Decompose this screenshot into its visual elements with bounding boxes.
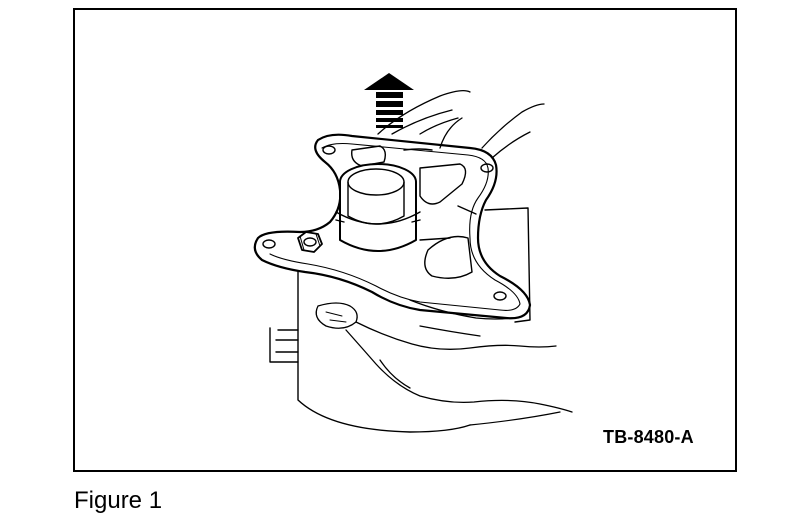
housing-body xyxy=(269,207,561,433)
upward-direction-arrow-icon xyxy=(364,73,414,128)
figure-reference-code: TB-8480-A xyxy=(603,427,694,447)
hex-bolt-icon xyxy=(297,231,323,253)
lower-hand xyxy=(315,299,573,413)
shaft-boss xyxy=(335,163,421,252)
upper-hand xyxy=(377,90,545,159)
figure-caption: Figure 1 xyxy=(74,487,163,514)
